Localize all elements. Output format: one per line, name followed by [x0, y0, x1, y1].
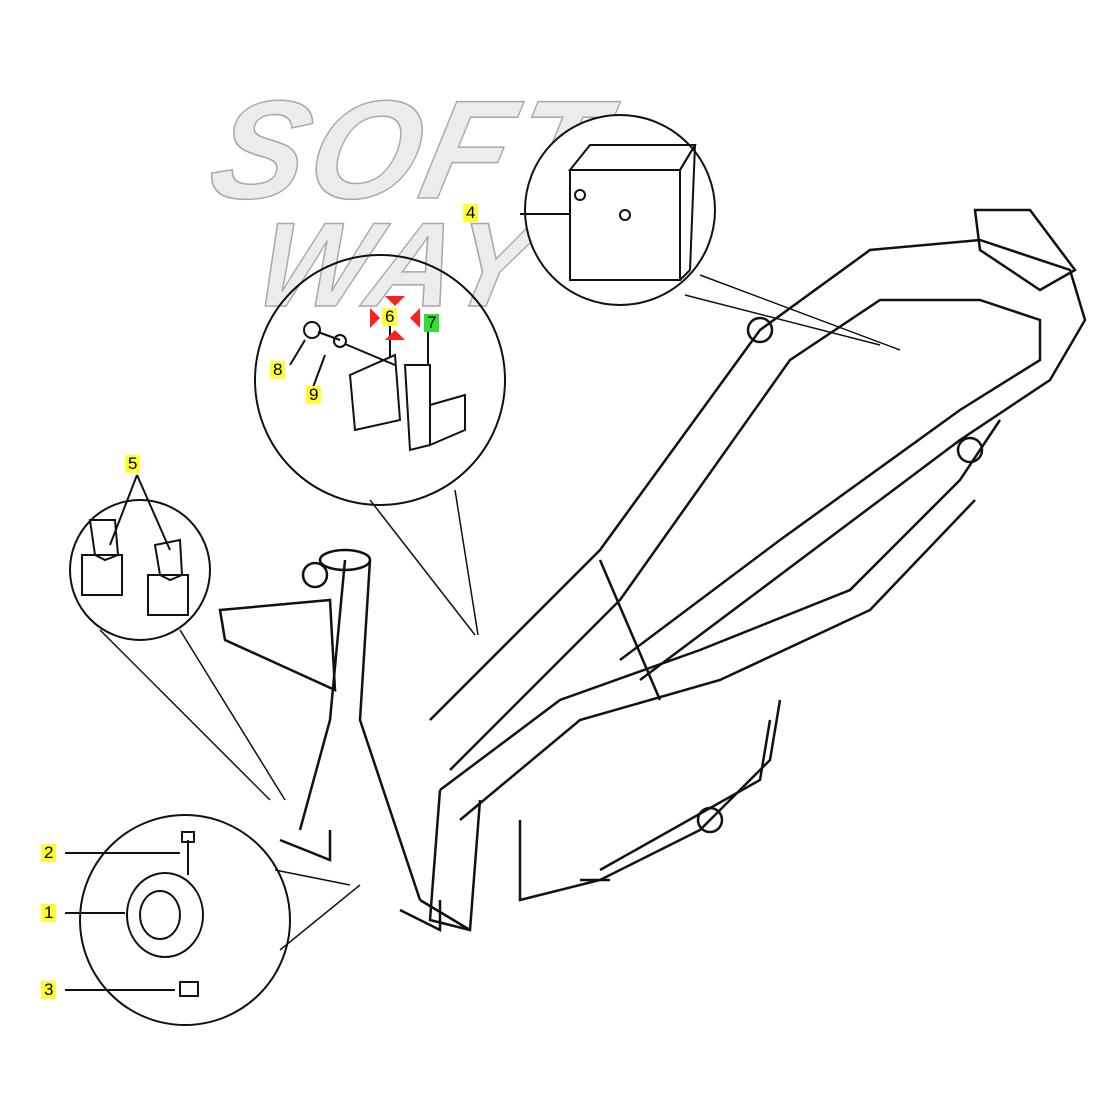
part-label-2[interactable]: 2: [41, 844, 57, 862]
part-label-8[interactable]: 8: [270, 361, 286, 379]
part-label-1[interactable]: 1: [41, 904, 57, 922]
scooter-frame: [218, 208, 1087, 933]
detail-circle-bushing: [79, 814, 291, 1026]
part-label-4[interactable]: 4: [463, 204, 479, 222]
part-label-5[interactable]: 5: [125, 455, 141, 473]
detail-circle-rubber-mounts: [69, 499, 211, 641]
battery-part: [520, 144, 697, 281]
part-label-3[interactable]: 3: [41, 981, 57, 999]
part-label-7[interactable]: 7: [424, 314, 440, 332]
rubber-mount-parts: [81, 474, 189, 616]
selection-marker: [370, 296, 420, 340]
part-label-9[interactable]: 9: [306, 386, 322, 404]
part-label-6[interactable]: 6: [382, 308, 398, 326]
bracket-parts: [289, 321, 466, 452]
detail-circle-bracket: [254, 254, 506, 506]
bushing-parts: [65, 831, 204, 997]
detail-circle-battery: [524, 114, 716, 306]
detail-leaders: [99, 274, 901, 951]
